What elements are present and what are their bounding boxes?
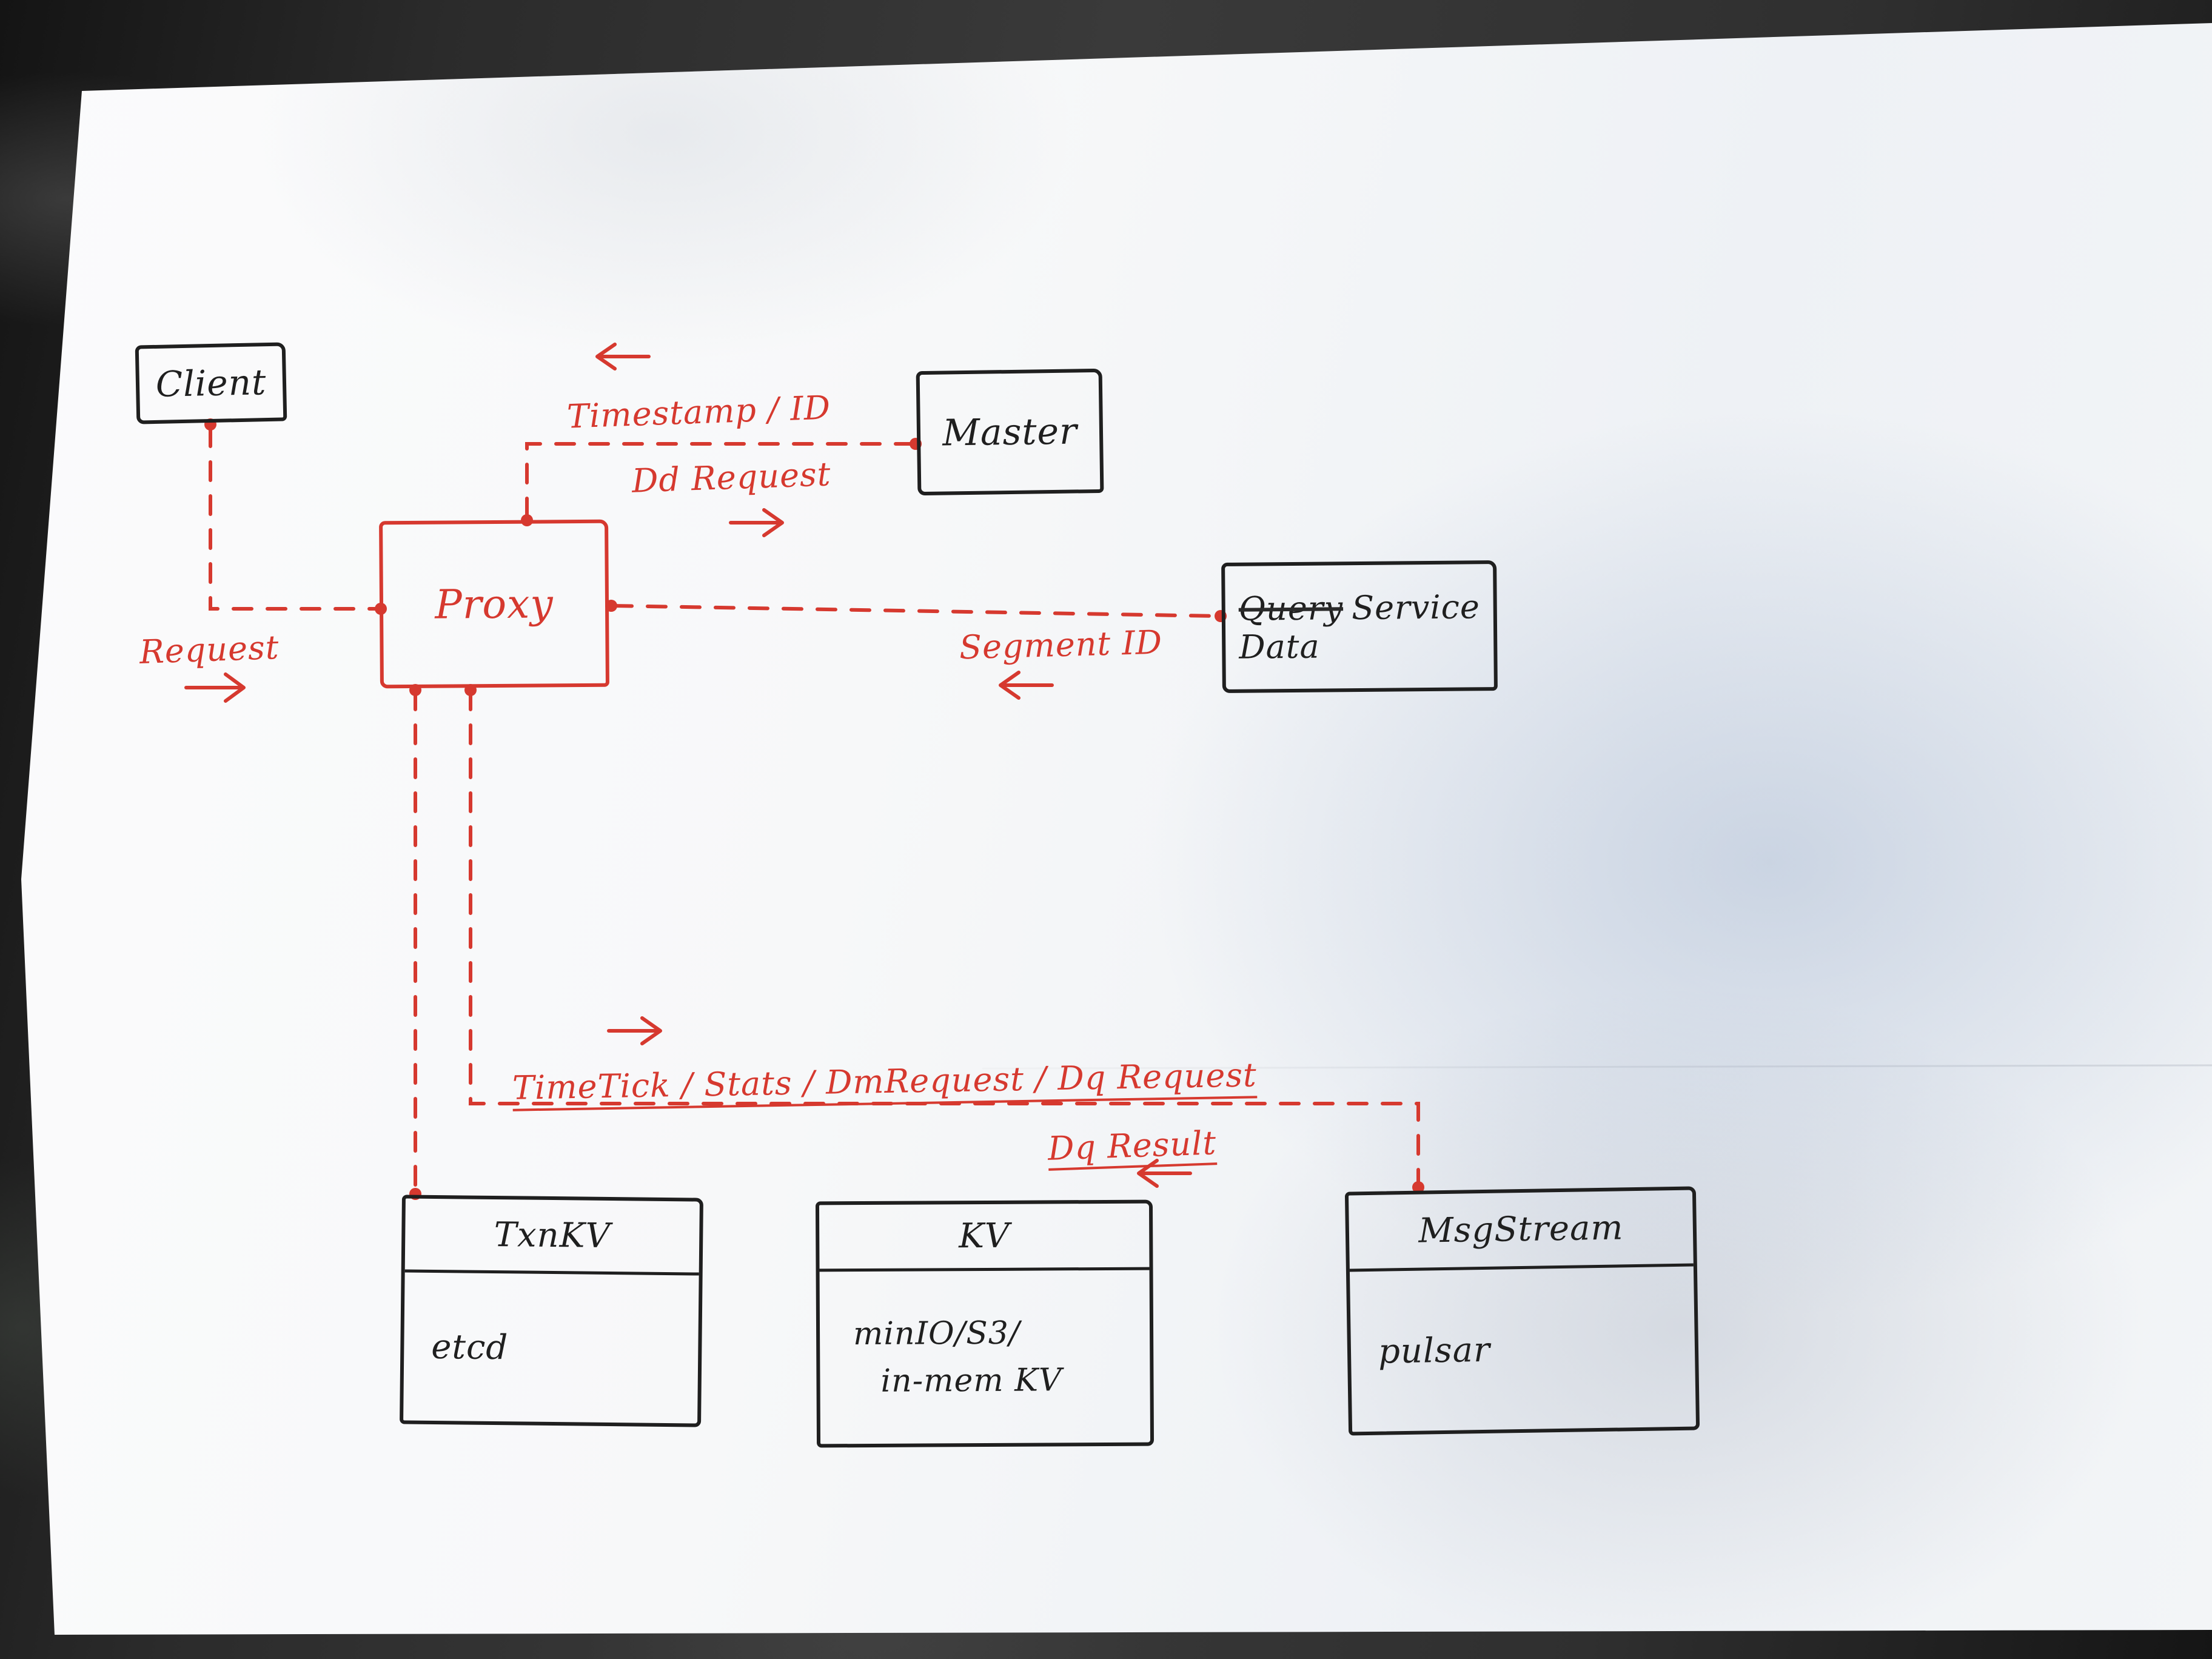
node-kv: KV minIO/S3/ in-mem KV [815, 1199, 1155, 1448]
node-client: Client [135, 342, 287, 424]
node-kv-body-line2: in-mem KV [880, 1362, 1062, 1399]
node-kv-body: minIO/S3/ in-mem KV [820, 1270, 1150, 1444]
node-data-service-replacement: Data [1239, 627, 1320, 666]
node-master-label: Master [942, 409, 1078, 455]
node-msgstream-body: pulsar [1378, 1330, 1491, 1372]
node-kv-header: KV [819, 1203, 1150, 1272]
node-master: Master [916, 368, 1104, 496]
node-txnkv-body: etcd [431, 1327, 509, 1367]
node-proxy: Proxy [379, 519, 609, 689]
edge-label-request: Request [138, 628, 280, 672]
node-msgstream-header: MsgStream [1348, 1190, 1694, 1272]
node-msgstream: MsgStream pulsar [1344, 1186, 1700, 1436]
edge-label-segment-id: Segment ID [959, 623, 1163, 667]
node-txnkv-header: TxnKV [404, 1198, 700, 1276]
node-kv-body-line1: minIO/S3/ [853, 1315, 1021, 1353]
node-data-service-label: Service [1351, 587, 1481, 627]
edge-label-dq-result: Dq Result [1047, 1124, 1218, 1168]
node-proxy-label: Proxy [435, 580, 554, 628]
node-client-label: Client [155, 361, 267, 405]
edge-label-dd-request: Dd Request [631, 455, 832, 500]
node-txnkv: TxnKV etcd [400, 1195, 703, 1427]
crossed-out-word: Query [1238, 588, 1344, 628]
